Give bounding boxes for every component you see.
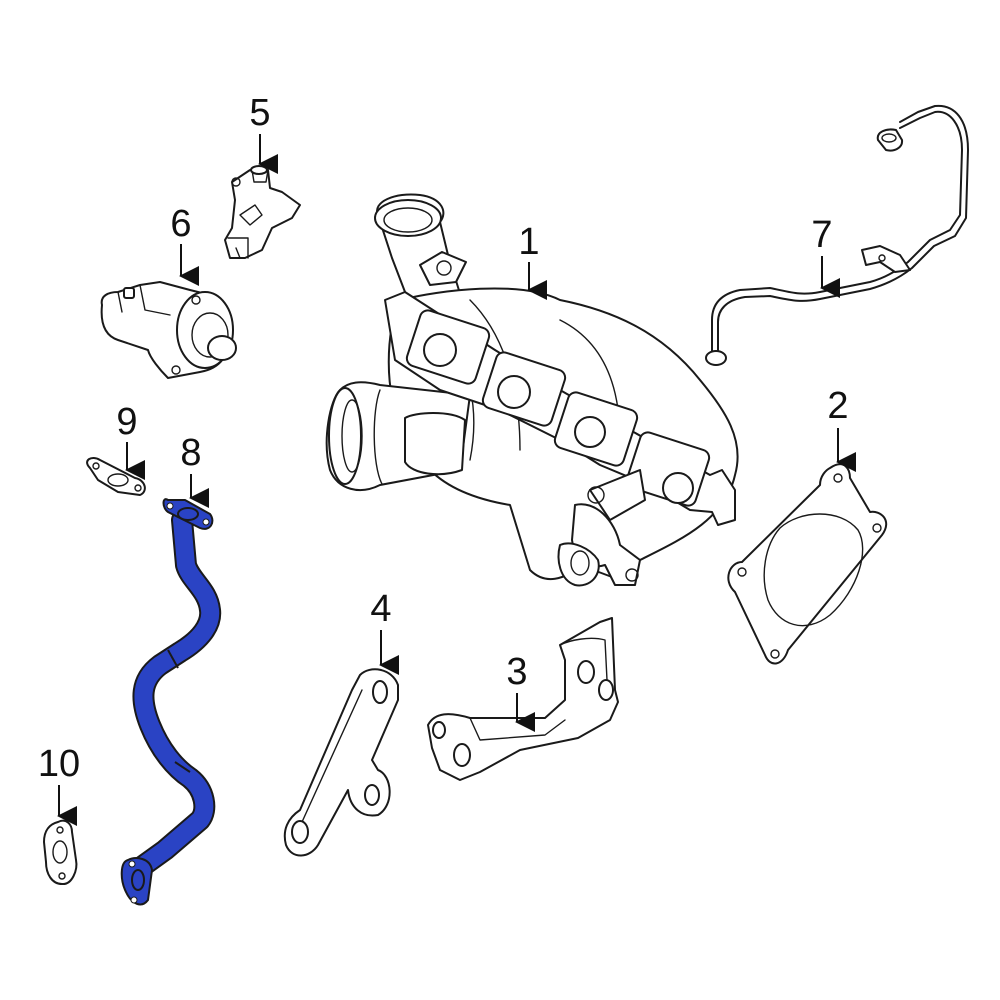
callout-2: 2	[827, 385, 848, 427]
pipe-gasket-upper-part[interactable]	[86, 457, 146, 496]
callout-8: 8	[180, 432, 201, 474]
callout-9: 9	[116, 401, 137, 443]
gasket-part[interactable]	[727, 463, 888, 665]
callout-1: 1	[518, 221, 539, 263]
callout-10: 10	[38, 743, 80, 785]
callout-4: 4	[370, 588, 391, 630]
diverter-valve-part[interactable]	[100, 281, 237, 379]
oil-feed-line-part[interactable]	[705, 104, 969, 366]
callout-7: 7	[811, 214, 832, 256]
solenoid-valve-part[interactable]	[224, 165, 301, 259]
callout-6: 6	[170, 203, 191, 245]
bracket-part[interactable]	[283, 668, 399, 857]
pipe-gasket-lower-part[interactable]	[43, 819, 78, 885]
leader-lines	[57, 134, 856, 826]
support-bracket-part[interactable]	[427, 617, 619, 781]
turbocharger-part[interactable]	[325, 193, 739, 587]
callout-5: 5	[249, 92, 270, 134]
oil-return-pipe-part[interactable]	[120, 498, 222, 906]
callout-labels: 1 2 3 4 5 6 7 8 9 10	[38, 92, 849, 785]
callout-3: 3	[506, 651, 527, 693]
